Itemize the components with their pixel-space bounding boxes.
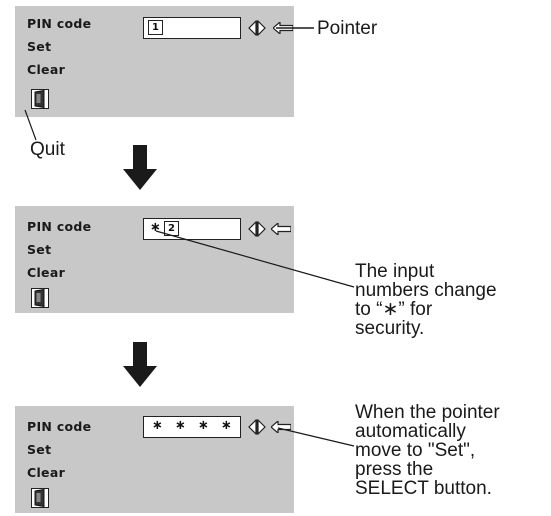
door-quit-icon[interactable] bbox=[31, 89, 49, 109]
masked-digit: ∗ bbox=[152, 418, 163, 433]
menu-item-clear[interactable]: Clear bbox=[27, 465, 66, 480]
menu-item-set[interactable]: Set bbox=[27, 442, 52, 457]
set-callout: When the pointer automatically move to "… bbox=[355, 402, 500, 499]
pointer-callout: Pointer bbox=[317, 18, 378, 39]
left-right-adjust-icon[interactable] bbox=[248, 20, 266, 36]
door-quit-icon[interactable] bbox=[31, 288, 49, 308]
step-down-arrow-icon bbox=[123, 145, 157, 190]
menu-item-clear[interactable]: Clear bbox=[27, 62, 66, 77]
step-down-arrow-icon bbox=[123, 342, 157, 387]
menu-item-set[interactable]: Set bbox=[27, 39, 52, 54]
quit-callout: Quit bbox=[30, 139, 65, 160]
masked-digit: ∗ bbox=[175, 418, 186, 433]
menu-item-pin-code[interactable]: PIN code bbox=[27, 16, 92, 31]
pin-digit: 1 bbox=[148, 20, 163, 35]
pin-input-field[interactable]: 1 bbox=[143, 17, 241, 39]
security-callout: The input numbers change to “∗” for secu… bbox=[355, 261, 497, 339]
pin-menu-panel-1: PIN code Set Clear 1 bbox=[15, 6, 294, 117]
menu-item-pin-code[interactable]: PIN code bbox=[27, 219, 92, 234]
pointer-arrow-icon bbox=[271, 223, 291, 235]
left-right-adjust-icon[interactable] bbox=[248, 419, 266, 435]
masked-digit: ∗ bbox=[221, 418, 232, 433]
pin-menu-panel-3: PIN code Set Clear ∗ ∗ ∗ ∗ bbox=[15, 406, 294, 513]
menu-item-clear[interactable]: Clear bbox=[27, 265, 66, 280]
pin-input-field[interactable]: ∗ ∗ ∗ ∗ bbox=[143, 416, 241, 438]
pointer-arrow-icon bbox=[271, 421, 291, 433]
left-right-adjust-icon[interactable] bbox=[248, 221, 266, 237]
menu-item-pin-code[interactable]: PIN code bbox=[27, 419, 92, 434]
masked-digit: ∗ bbox=[198, 418, 209, 433]
door-quit-icon[interactable] bbox=[31, 488, 49, 508]
pin-menu-panel-2: PIN code Set Clear ∗ 2 bbox=[15, 206, 294, 313]
masked-digit: ∗ bbox=[150, 220, 161, 235]
menu-item-set[interactable]: Set bbox=[27, 242, 52, 257]
